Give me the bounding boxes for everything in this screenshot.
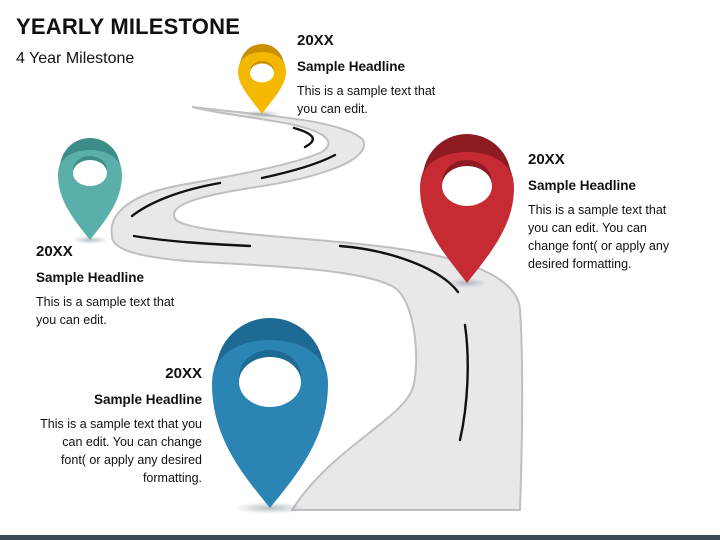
page-title: YEARLY MILESTONE	[16, 14, 241, 39]
lane-marking	[292, 126, 314, 149]
milestone-yellow: 20XX Sample Headline This is a sample te…	[297, 32, 437, 118]
milestone-headline: Sample Headline	[297, 59, 406, 74]
lane-marking	[260, 153, 337, 180]
milestone-text: This is a sample text that you can edit.…	[40, 417, 202, 485]
map-pin-icon	[212, 318, 328, 508]
milestone-year: 20XX	[36, 243, 73, 260]
lane-marking	[458, 323, 469, 442]
milestone-year: 20XX	[165, 365, 202, 382]
milestone-red: 20XX Sample Headline This is a sample te…	[528, 151, 688, 273]
lane-marking	[132, 234, 252, 248]
milestone-teal: 20XX Sample Headline This is a sample te…	[36, 243, 176, 329]
milestone-headline: Sample Headline	[36, 270, 145, 285]
lane-marking	[130, 181, 222, 218]
milestone-text: This is a sample text that you can edit.…	[528, 203, 670, 271]
milestone-text: This is a sample text that you can edit.	[297, 84, 436, 116]
map-pin-icon	[420, 134, 514, 283]
road-surface	[110, 106, 524, 511]
milestone-headline: Sample Headline	[93, 392, 202, 407]
milestone-text: This is a sample text that you can edit.	[36, 295, 175, 327]
milestone-year: 20XX	[297, 32, 334, 49]
map-pin-icon	[58, 138, 122, 240]
map-pin-icon	[238, 44, 286, 114]
milestone-year: 20XX	[528, 151, 565, 168]
page-subtitle: 4 Year Milestone	[16, 50, 135, 67]
bottom-bar	[0, 535, 720, 540]
milestone-blue: 20XX Sample Headline This is a sample te…	[40, 365, 202, 487]
milestone-headline: Sample Headline	[528, 178, 637, 193]
